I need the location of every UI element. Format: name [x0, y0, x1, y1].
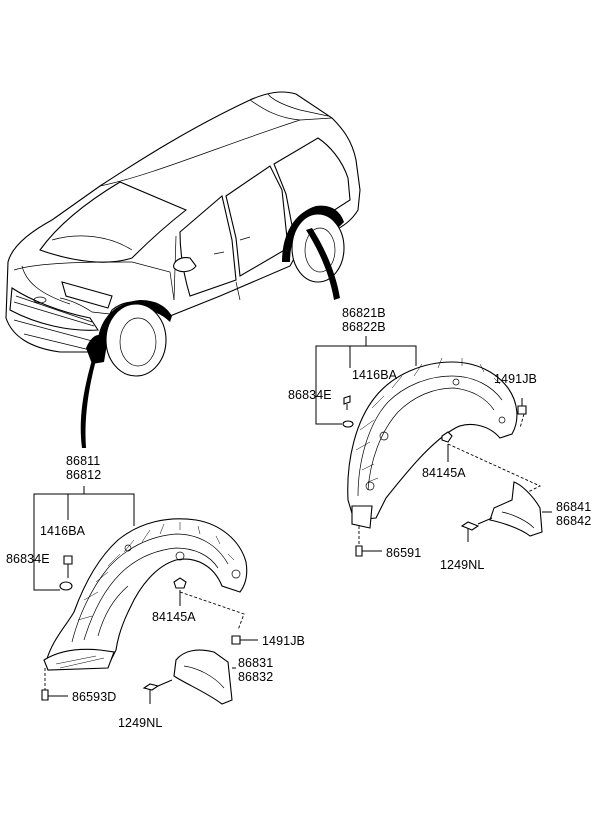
front-liner-label-1: 86811 — [66, 454, 101, 468]
rear-liner-label-2: 86822B — [342, 320, 386, 334]
rear-liner-label-1: 86821B — [342, 306, 386, 320]
front-clip-label: 1416BA — [40, 524, 86, 538]
rear-clip-b-label: 1491JB — [494, 372, 537, 386]
front-nut-label: 84145A — [152, 610, 196, 624]
front-bracket-label: 86834E — [6, 552, 50, 566]
rear-nut-label: 84145A — [422, 466, 466, 480]
rear-bracket-label: 86834E — [288, 388, 332, 402]
rear-screw-label: 86591 — [386, 546, 422, 560]
front-wheel-guard-group — [33, 486, 258, 705]
front-liner-label-2: 86812 — [66, 468, 102, 482]
rear-bolt-label: 1249NL — [440, 558, 485, 572]
front-mudguard-label-1: 86831 — [238, 656, 274, 670]
rear-mudguard-label-2: 86842 — [556, 514, 592, 528]
rear-clip-label: 1416BA — [352, 368, 398, 382]
front-mudguard-label-2: 86832 — [238, 670, 274, 684]
rear-wheel-guard-group — [315, 336, 552, 557]
front-clip-b-label: 1491JB — [262, 634, 305, 648]
minivan-illustration — [5, 91, 361, 448]
front-screw-label: 86593D — [72, 690, 117, 704]
front-bolt-label: 1249NL — [118, 716, 163, 730]
rear-mudguard-label-1: 86841 — [556, 500, 592, 514]
